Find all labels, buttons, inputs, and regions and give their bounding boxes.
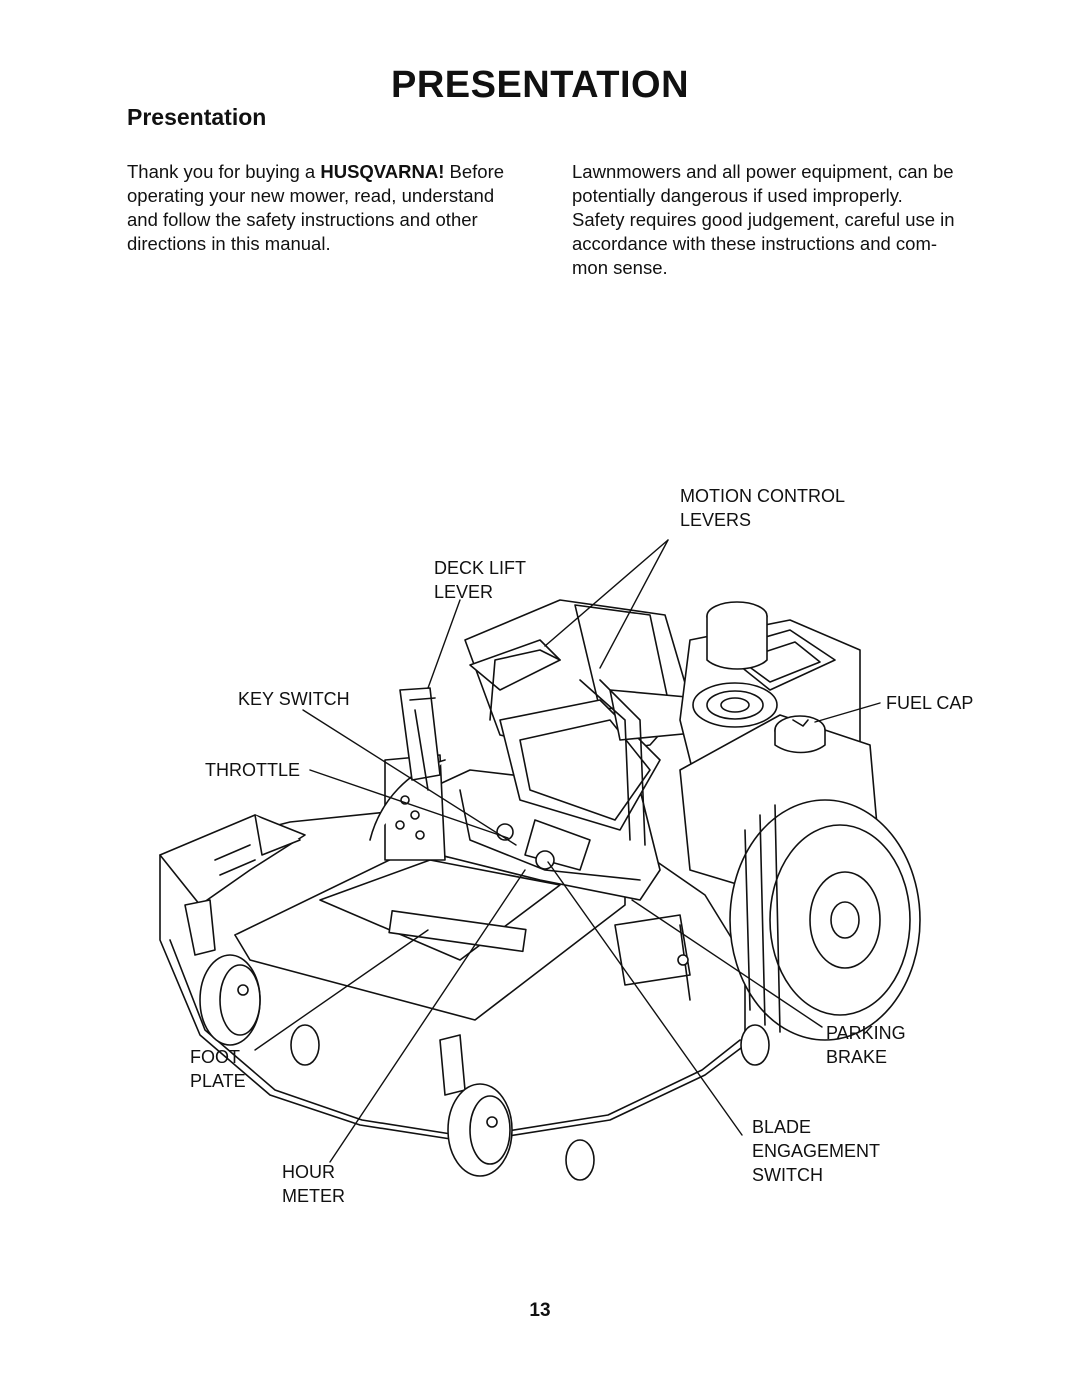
intro-right-line-3: Safety requires good judgement, careful …	[572, 209, 955, 230]
label-fuel-cap: FUEL CAP	[886, 693, 974, 713]
brand-name: HUSQVARNA!	[320, 161, 445, 182]
front-caster-wheel-left	[185, 900, 260, 1045]
intro-left-line-2: operating your new mower, read, understa…	[127, 185, 495, 206]
intro-left-line-1: Thank you for buying a HUSQVARNA! Before	[127, 161, 505, 182]
intro-left-line-4: directions in this manual.	[127, 233, 331, 254]
label-blade-engagement-switch: BLADE ENGAGEMENT SWITCH	[752, 1117, 881, 1185]
label-throttle: THROTTLE	[205, 760, 301, 780]
leader-throttle	[310, 770, 508, 838]
section-title: Presentation	[127, 104, 267, 130]
leader-motion-control-left	[545, 540, 668, 646]
intro-right-line-4: accordance with these instructions and c…	[572, 233, 938, 254]
intro-right-line-2: potentially dangerous if used improperly…	[572, 185, 903, 206]
leader-hour-meter	[330, 870, 525, 1162]
label-parking-brake: PARKING BRAKE	[826, 1023, 906, 1067]
leader-key-switch	[303, 710, 516, 845]
rear-tire	[730, 800, 920, 1040]
motion-control-levers	[490, 650, 645, 845]
mower-illustration	[0, 470, 1080, 1230]
front-caster-wheel-center	[440, 1035, 512, 1176]
label-foot-plate: FOOT PLATE	[190, 1047, 246, 1091]
intro-right-line-5: mon sense.	[572, 257, 668, 278]
intro-paragraph-right: Lawnmowers and all power equipment, can …	[572, 160, 992, 280]
label-deck-lift-lever: DECK LIFT LEVER	[434, 558, 527, 602]
label-motion-control-levers: MOTION CONTROL LEVERS	[680, 486, 845, 530]
deck-lift-lever	[400, 688, 440, 790]
label-hour-meter: HOUR METER	[282, 1162, 345, 1206]
seat	[465, 600, 725, 830]
leader-motion-control-right	[600, 540, 668, 668]
leader-blade-engagement	[548, 862, 742, 1135]
page-number: 13	[529, 1300, 551, 1321]
intro-right-line-1: Lawnmowers and all power equipment, can …	[572, 161, 954, 182]
label-key-switch: KEY SWITCH	[238, 689, 350, 709]
anti-scalp-rollers	[291, 1025, 769, 1180]
leader-fuel-cap	[815, 703, 880, 722]
leader-lines	[255, 540, 880, 1162]
intro-left-line-3: and follow the safety instructions and o…	[127, 209, 478, 230]
page-title: PRESENTATION	[390, 64, 690, 106]
leader-foot-plate	[255, 930, 428, 1050]
leader-deck-lift	[428, 600, 460, 688]
leader-parking-brake	[632, 900, 822, 1027]
intro-paragraph-left: Thank you for buying a HUSQVARNA! Before…	[127, 160, 537, 256]
